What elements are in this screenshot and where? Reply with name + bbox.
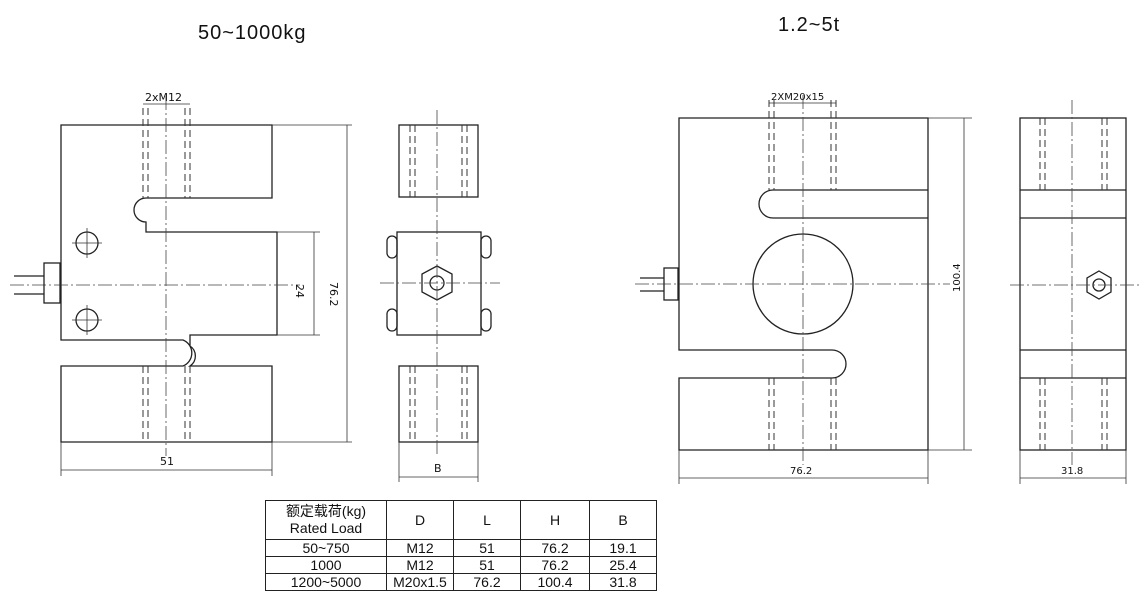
spec-table: 额定载荷(kg) Rated Load D L H B 50~750 M12 5…: [265, 500, 657, 591]
cell-h: 100.4: [520, 573, 590, 591]
header-rated-load-en: Rated Load: [289, 520, 363, 536]
cell-load: 1200~5000: [265, 573, 387, 591]
cell-d: M12: [386, 539, 454, 557]
cell-b: 25.4: [589, 556, 657, 574]
left-height-label: 76.2: [327, 282, 340, 307]
left-center-height-label: 24: [293, 284, 306, 298]
header-rated-load-cn: 额定载荷(kg): [285, 503, 367, 519]
header-b: B: [589, 500, 657, 540]
cell-l: 51: [453, 556, 521, 574]
header-l: L: [453, 500, 521, 540]
table-row: 50~750 M12 51 76.2 19.1: [265, 539, 657, 557]
table-header-row: 额定载荷(kg) Rated Load D L H B: [265, 500, 657, 540]
title-small-capacity: 50~1000kg: [198, 22, 307, 44]
table-row: 1000 M12 51 76.2 25.4: [265, 556, 657, 574]
right-height-label: 100.4: [952, 263, 963, 292]
table-row: 1200~5000 M20x1.5 76.2 100.4 31.8: [265, 573, 657, 591]
cell-l: 51: [453, 539, 521, 557]
right-width-label: 76.2: [790, 466, 812, 477]
header-rated-load: 额定载荷(kg) Rated Load: [265, 500, 387, 540]
right-side-width-label: 31.8: [1061, 466, 1083, 477]
right-front-view: 2XM20x15 100.4 76.2: [635, 92, 972, 484]
right-side-view: 31.8: [1010, 100, 1140, 484]
cell-d: M12: [386, 556, 454, 574]
cell-load: 50~750: [265, 539, 387, 557]
cell-load: 1000: [265, 556, 387, 574]
title-large-capacity: 1.2~5t: [778, 14, 841, 36]
cell-d: M20x1.5: [386, 573, 454, 591]
left-side-width-label: B: [434, 462, 442, 475]
header-d: D: [386, 500, 454, 540]
left-front-view: 2xM12 24 76.2 51: [10, 91, 352, 476]
left-side-view: B: [380, 110, 500, 482]
right-thread-label: 2XM20x15: [771, 92, 824, 103]
left-width-label: 51: [160, 455, 174, 468]
cell-b: 31.8: [589, 573, 657, 591]
left-thread-label: 2xM12: [145, 91, 182, 104]
cell-b: 19.1: [589, 539, 657, 557]
cell-h: 76.2: [520, 539, 590, 557]
header-h: H: [520, 500, 590, 540]
cell-l: 76.2: [453, 573, 521, 591]
cell-h: 76.2: [520, 556, 590, 574]
